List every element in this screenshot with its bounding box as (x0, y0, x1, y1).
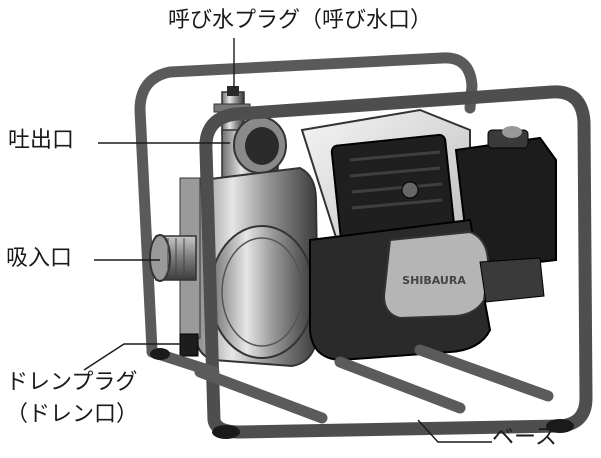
inlet-port (149, 234, 197, 282)
drain-port-label: （ドレン口） (6, 402, 139, 427)
drain-plug (179, 333, 199, 357)
priming-plug-label: 呼び水プラグ（呼び水口） (168, 8, 433, 33)
rear-frame (134, 52, 478, 356)
engine-badge: SHIBAURA (402, 274, 466, 287)
outlet-label: 吐出口 (8, 128, 75, 153)
pump-casing (179, 166, 320, 368)
engine: SHIBAURA (300, 108, 557, 362)
drain-plug-label: ドレンプラグ (6, 370, 138, 395)
leader-drain (83, 343, 184, 371)
rubber-feet (150, 348, 574, 439)
inlet-label: 吸入口 (6, 246, 73, 271)
leader-base (417, 419, 492, 443)
leader-lines (83, 38, 492, 443)
base-label: ベース (492, 425, 557, 450)
